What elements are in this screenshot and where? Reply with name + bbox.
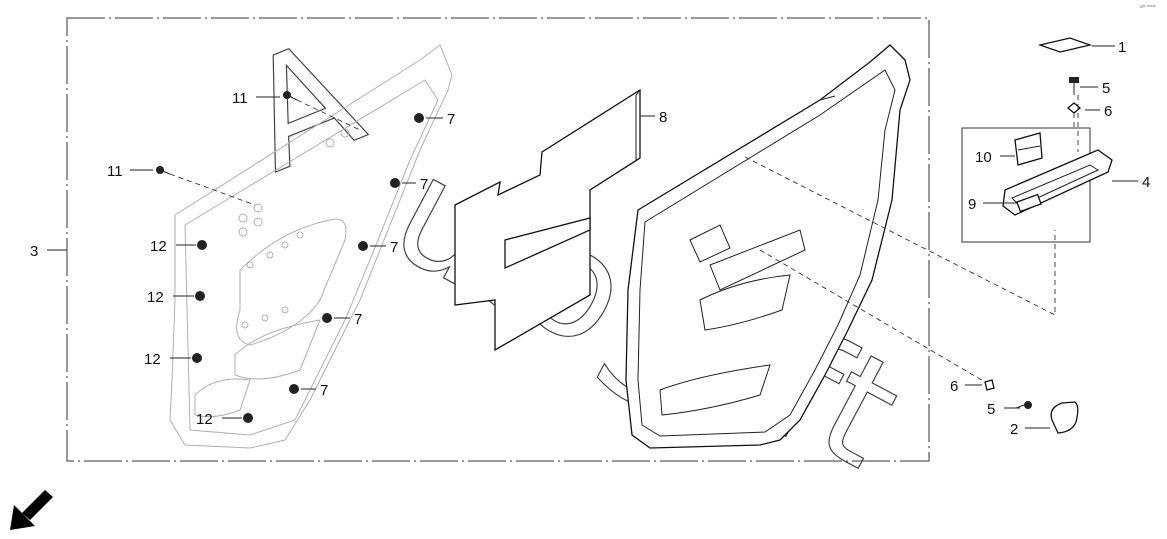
- callout-7-a: 7: [447, 111, 455, 128]
- assembly-frame: [66, 17, 930, 462]
- inner-door-trim-panel: [169, 44, 453, 449]
- cover-part-2: [1050, 401, 1079, 434]
- callout-6-bottom: 6: [950, 378, 958, 395]
- callout-3: 3: [30, 243, 38, 260]
- corner-mark: a= ===: [1140, 4, 1156, 10]
- nut-part-6-top: [1066, 102, 1082, 114]
- callout-4: 4: [1142, 174, 1150, 191]
- clip-icon: [358, 241, 368, 251]
- screw-part-11-left: [156, 166, 171, 175]
- callout-1: 1: [1118, 39, 1126, 56]
- cover-cap-part-1: [1037, 37, 1093, 53]
- callout-12-d: 12: [196, 411, 213, 428]
- callout-12-a: 12: [150, 238, 167, 255]
- clip-icon: [390, 178, 400, 188]
- switch-subassembly-box: [961, 127, 1091, 243]
- front-direction-arrow-icon: [10, 490, 53, 530]
- callout-7-e: 7: [320, 382, 328, 399]
- window-switch-part-10: [1014, 132, 1043, 166]
- clip-icon: [414, 113, 424, 123]
- clip-icon: [289, 384, 299, 394]
- callout-5-top: 5: [1102, 80, 1110, 97]
- clip-icon: [243, 413, 253, 423]
- door-trim-panel: [625, 44, 911, 449]
- callout-7-b: 7: [420, 176, 428, 193]
- callout-5-bottom: 5: [987, 401, 995, 418]
- callout-11-top: 11: [232, 90, 248, 107]
- callout-6-top: 6: [1104, 103, 1112, 120]
- nut-part-6-bottom: [984, 379, 995, 391]
- clip-icon: [322, 313, 332, 323]
- screw-part-5-top: [1069, 77, 1079, 95]
- callout-7-c: 7: [390, 239, 398, 256]
- watershield-sheet: [454, 88, 641, 352]
- callout-8: 8: [659, 109, 667, 126]
- callout-10: 10: [975, 149, 992, 166]
- callout-12-b: 12: [147, 289, 164, 306]
- callout-12-c: 12: [144, 351, 161, 368]
- callout-9: 9: [968, 196, 976, 213]
- clip-icon: [197, 240, 207, 250]
- callout-2: 2: [1010, 421, 1018, 438]
- callout-11-left: 11: [107, 163, 123, 180]
- clip-icon: [192, 353, 202, 363]
- callout-7-d: 7: [354, 311, 362, 328]
- clip-icon: [195, 291, 205, 301]
- switch-part-9: [1016, 193, 1042, 213]
- screw-part-11-top: [283, 91, 298, 101]
